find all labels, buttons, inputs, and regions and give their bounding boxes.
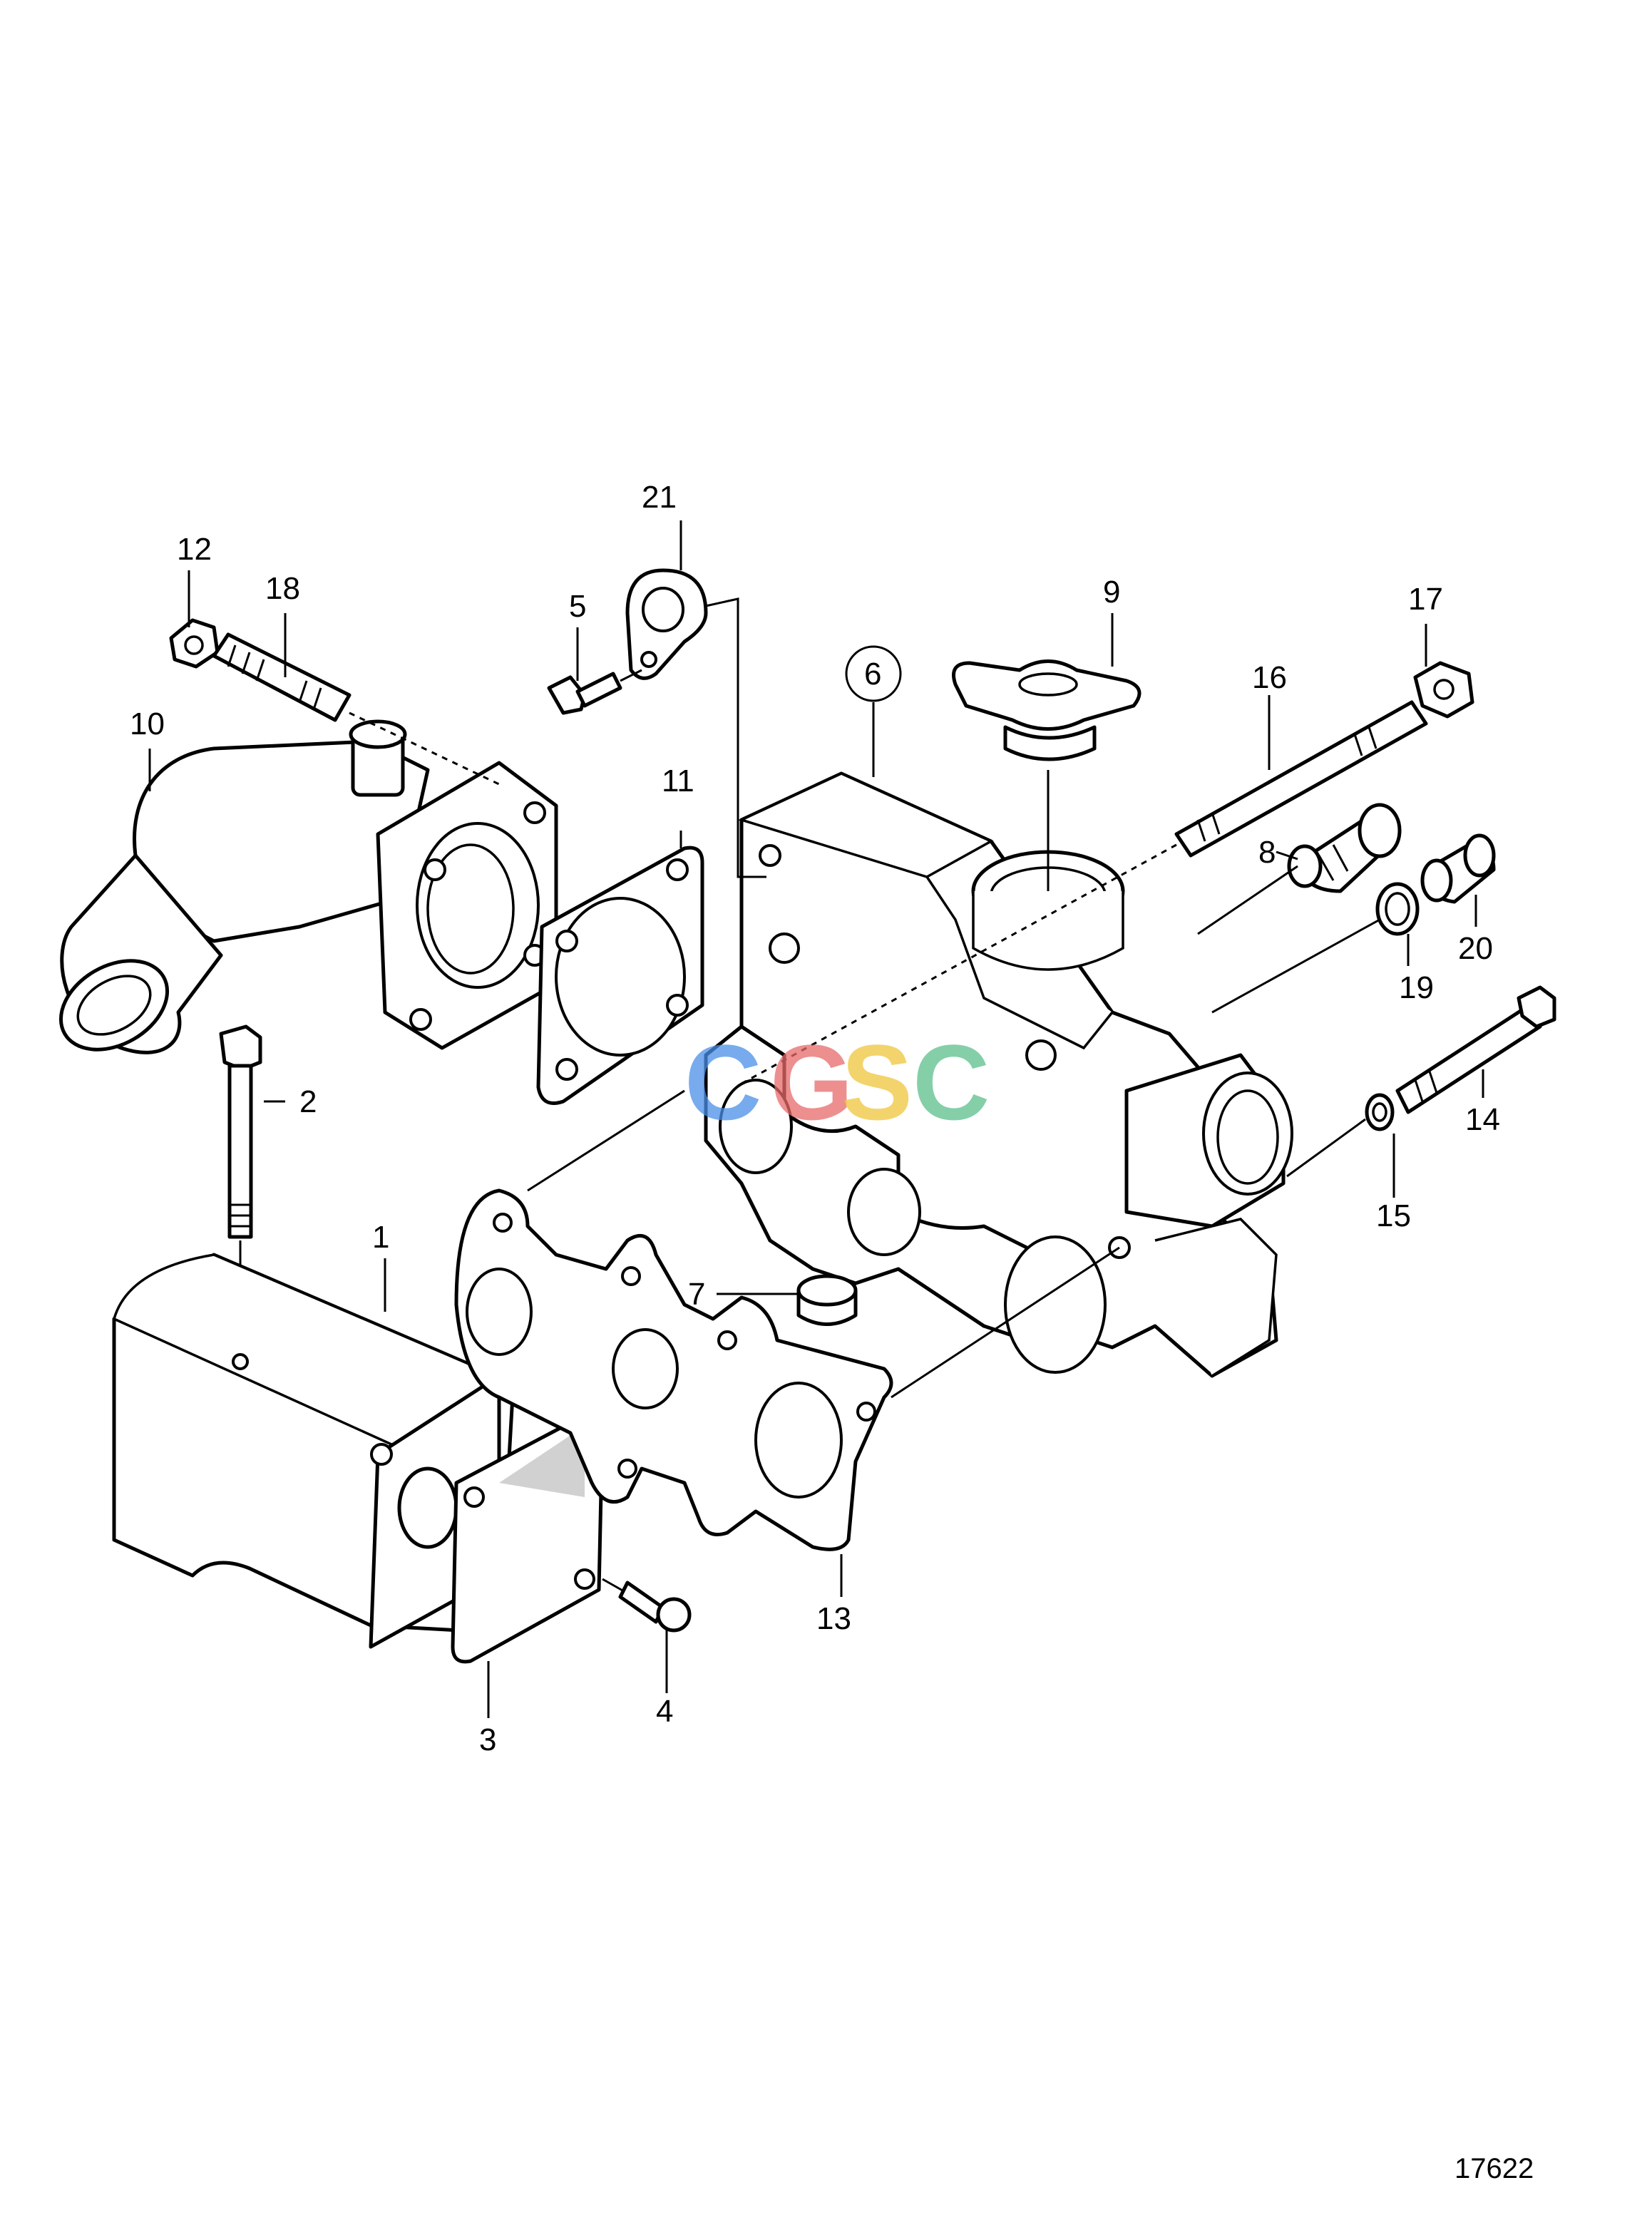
leader-lines bbox=[148, 520, 1484, 1718]
callout-21: 21 bbox=[642, 480, 677, 515]
callout-7: 7 bbox=[688, 1277, 705, 1312]
callout-20: 20 bbox=[1458, 931, 1493, 966]
screw-part-5 bbox=[547, 672, 622, 715]
callout-10: 10 bbox=[130, 706, 165, 741]
hose-fitting-part-8 bbox=[1287, 803, 1402, 893]
callout-11: 11 bbox=[662, 764, 694, 798]
manifold-gasket-part-13 bbox=[454, 1188, 893, 1551]
watermark-letter-2: G bbox=[770, 1022, 853, 1142]
sealing-ring-part-19 bbox=[1375, 882, 1420, 936]
plug-part-20 bbox=[1420, 833, 1496, 904]
nut-part-17 bbox=[1413, 661, 1474, 719]
watermark: C G S C bbox=[684, 1022, 990, 1142]
callout-2: 2 bbox=[299, 1084, 317, 1119]
callout-6: 6 bbox=[864, 657, 881, 692]
stud-part-18 bbox=[212, 632, 352, 722]
bolt-part-2 bbox=[219, 1024, 262, 1239]
washer-part-15 bbox=[1365, 1093, 1395, 1131]
callout-19: 19 bbox=[1399, 970, 1434, 1005]
callout-14: 14 bbox=[1465, 1102, 1500, 1137]
callout-17: 17 bbox=[1408, 582, 1443, 617]
watermark-letter-1: C bbox=[684, 1022, 761, 1142]
callout-1: 1 bbox=[372, 1220, 389, 1255]
clamp-bracket-part-21 bbox=[625, 568, 708, 680]
callout-4: 4 bbox=[656, 1694, 673, 1729]
core-plug-part-7 bbox=[796, 1274, 858, 1326]
watermark-letter-3: S bbox=[841, 1022, 913, 1142]
cover-plate-part-3 bbox=[451, 1412, 605, 1664]
callout-18: 18 bbox=[265, 571, 300, 606]
callout-13: 13 bbox=[816, 1601, 851, 1636]
filler-cap-part-9 bbox=[952, 659, 1141, 761]
exhaust-manifold-part-6 bbox=[704, 771, 1293, 1378]
bolt-part-14 bbox=[1395, 985, 1556, 1114]
nut-part-12 bbox=[169, 618, 220, 669]
callout-6-circle bbox=[845, 645, 902, 702]
callout-3: 3 bbox=[479, 1722, 496, 1757]
long-stud-part-16 bbox=[1174, 700, 1428, 858]
callout-8: 8 bbox=[1258, 835, 1276, 870]
callout-9: 9 bbox=[1103, 575, 1120, 610]
callout-5: 5 bbox=[569, 589, 586, 624]
elbow-pipe-part-10 bbox=[58, 719, 430, 1054]
flange-gasket-part-11 bbox=[536, 846, 704, 1105]
watermark-letter-4: C bbox=[913, 1022, 990, 1142]
screw-part-4 bbox=[618, 1581, 692, 1633]
callout-12: 12 bbox=[177, 532, 212, 567]
figure-number: 17622 bbox=[1455, 2153, 1534, 2184]
callout-15: 15 bbox=[1376, 1198, 1411, 1233]
callout-16: 16 bbox=[1252, 660, 1287, 695]
callout-labels: 12 18 10 21 5 11 6 9 16 17 8 20 19 14 15… bbox=[130, 480, 1500, 1757]
